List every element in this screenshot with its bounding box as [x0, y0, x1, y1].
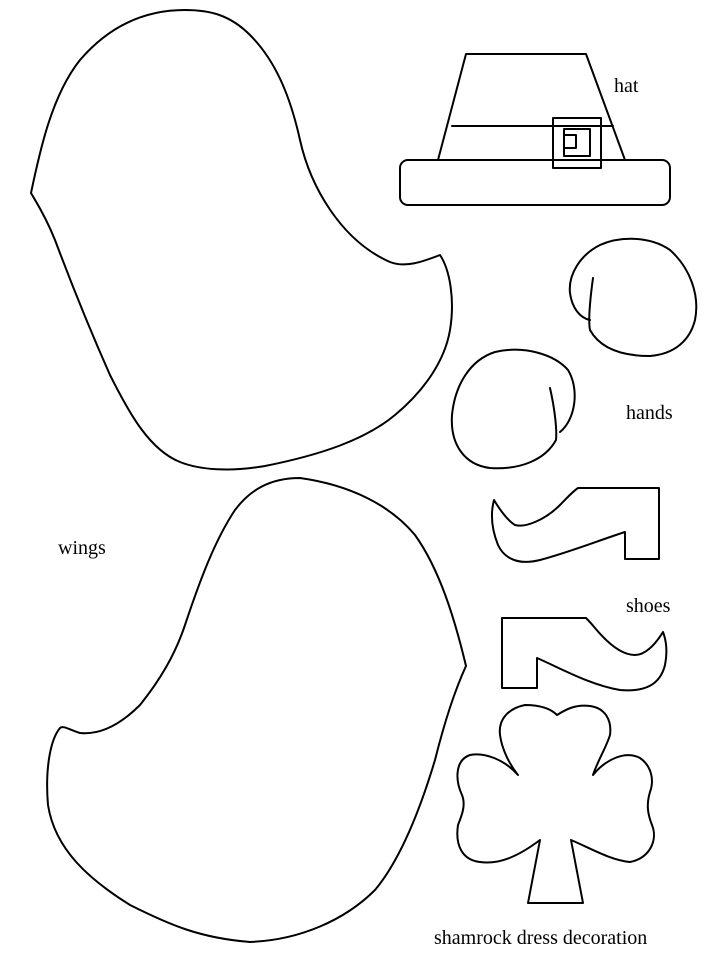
upper-shoe-outline [490, 487, 660, 563]
shoes-label: shoes [626, 595, 671, 617]
hat-group [399, 53, 671, 206]
hands-label: hands [626, 402, 673, 424]
lower-shoe-outline [501, 617, 668, 692]
wings-label: wings [58, 537, 106, 559]
lower-wing-outline [46, 477, 467, 943]
upper-wing-outline [30, 9, 453, 471]
upper-hand-group [568, 237, 698, 357]
shamrock-label: shamrock dress decoration [434, 927, 648, 949]
hat-buckle-prong [563, 134, 577, 149]
hat-brim [399, 159, 671, 206]
hat-crown [437, 53, 626, 161]
hat-label: hat [614, 75, 639, 97]
shamrock-outline [456, 704, 655, 904]
hat-buckle-inner [563, 128, 591, 157]
lower-hand-outline [450, 348, 576, 470]
hat-buckle-outer [552, 117, 602, 169]
lower-hand-group [450, 348, 576, 470]
upper-hand-outline [568, 237, 698, 357]
